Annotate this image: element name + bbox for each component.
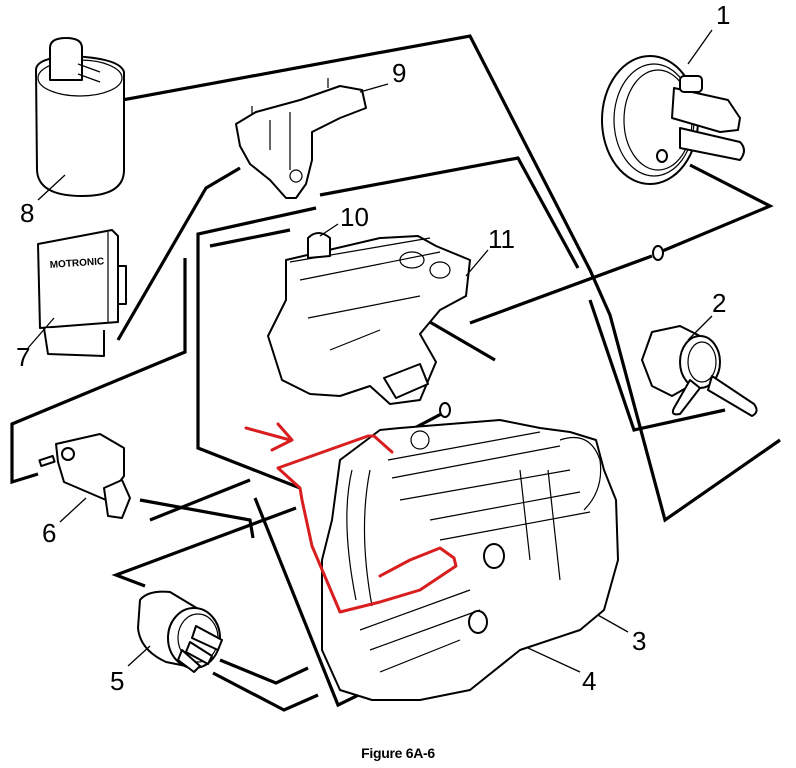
hose-6-loop: [10, 258, 187, 485]
component-2-valve[interactable]: [641, 315, 758, 417]
hose-1-to-11: [659, 163, 774, 254]
callout-5: 5: [110, 666, 124, 696]
markup-outline: [276, 434, 458, 614]
leader-6: [59, 497, 87, 523]
figure-caption: Figure 6A-6: [361, 745, 435, 761]
component-10-11-manifold[interactable]: [267, 223, 489, 405]
callout-11: 11: [488, 224, 515, 254]
callout-6: 6: [42, 518, 56, 548]
engine-mount-3: [483, 543, 505, 569]
component-6-solenoid[interactable]: [38, 433, 131, 523]
hose-11-connector: [469, 254, 653, 325]
leader-2: [687, 315, 713, 341]
callout-8: 8: [20, 198, 34, 228]
component-7-motronic-ecu[interactable]: MOTRONIC: [27, 229, 127, 357]
hose-10-left-2: [209, 228, 291, 248]
engine-mount-4: [468, 610, 488, 634]
component-9-throttle-housing[interactable]: [235, 78, 389, 199]
hose-right-lower: [588, 299, 726, 432]
callout-2: 2: [712, 288, 726, 318]
markup-arrow-head: [270, 422, 294, 452]
leader-5: [127, 645, 151, 667]
leader-7: [27, 317, 55, 349]
hose-5-upper: [111, 506, 297, 588]
hose-9-right: [319, 156, 580, 269]
hose-6-to-engine: [139, 498, 255, 539]
component-8-canister[interactable]: [35, 37, 125, 201]
leader-1: [687, 29, 713, 65]
hose-left-to-engine: [149, 478, 251, 522]
callout-numbers: 1 2 3 4 5 6 7 8 9 10 11: [16, 0, 730, 696]
leader-11: [465, 249, 489, 277]
engine-assembly[interactable]: [321, 419, 619, 701]
callout-7: 7: [16, 342, 30, 372]
component-5-solenoid[interactable]: [127, 590, 223, 673]
callout-4: 4: [582, 666, 596, 696]
hose-5-lower-b: [212, 671, 319, 712]
component-1-brake-servo[interactable]: [601, 29, 745, 185]
leader-9: [359, 83, 389, 93]
motronic-label: MOTRONIC: [49, 256, 104, 271]
hose-connector-upper: [652, 245, 664, 261]
red-markup-annotation: [244, 422, 458, 614]
leader-8: [37, 174, 66, 201]
hose-10-left: [196, 206, 317, 490]
hose-connector-lower: [439, 402, 451, 418]
callout-3: 3: [632, 626, 646, 656]
callout-1: 1: [716, 0, 730, 30]
callout-9: 9: [392, 58, 406, 88]
markup-arrow-shaft: [244, 426, 292, 442]
callout-10: 10: [340, 202, 369, 232]
hose-5-lower-a: [219, 658, 309, 685]
leader-10: [319, 223, 339, 237]
hose-ecu-9: [116, 166, 241, 341]
